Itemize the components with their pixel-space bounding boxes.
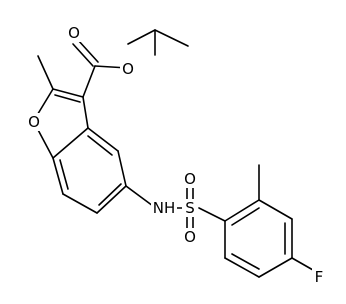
bond-c3a-c7a	[52, 127, 89, 159]
atom-ester-o-single: O	[120, 60, 136, 78]
bond-c3-c3a	[82, 96, 89, 129]
bond-c4-c3a-inner	[87, 135, 113, 156]
atom-ester-o-carbonyl-bg	[66, 24, 82, 42]
atom-sulfonamide-nh-label: NH	[153, 199, 176, 217]
atom-ester-o-single-bg	[120, 60, 136, 78]
bond-aryl-c2-c3	[258, 199, 293, 220]
bond-c5-nh	[125, 185, 154, 207]
atom-sulfonyl-o-top-label: O	[184, 170, 196, 188]
bond-c2-c3-b	[54, 94, 81, 103]
bond-c6-c5-inner	[98, 183, 122, 206]
bond-c2-methyl	[37, 55, 54, 90]
bond-aryl-c5-c6	[224, 257, 260, 278]
atom-furan-o: O	[26, 113, 42, 131]
bond-c7-c6	[62, 193, 98, 214]
atom-fluorine-label: F	[315, 268, 324, 286]
bond-furan-o-c7a	[35, 125, 54, 159]
bond-aryl-c4-f	[291, 257, 314, 271]
atom-sulfur-label: S	[185, 199, 195, 217]
bond-c5-c4	[117, 150, 127, 187]
bond-carbonyl-c3	[82, 65, 96, 98]
atom-ester-o-carbonyl: O	[66, 24, 82, 42]
bond-c6-c5	[96, 185, 127, 214]
atom-sulfonamide-nh: NH	[151, 199, 177, 217]
bond-aryl-c1-c2	[224, 199, 260, 222]
atom-fluorine: F	[312, 268, 326, 286]
bond-aryl-c4-c5	[258, 257, 293, 278]
atom-sulfonyl-o-top-bg	[182, 170, 198, 188]
bond-c2-furan-o	[35, 88, 54, 118]
bond-c7a-c7-inner	[59, 159, 69, 190]
atom-furan-o-label: O	[28, 113, 40, 131]
bond-carbonyl-double-b	[77, 39, 99, 63]
atom-sulfonyl-o-bottom: O	[182, 228, 198, 246]
bond-aryl-c5-c6-inner	[231, 253, 260, 270]
atom-sulfur: S	[182, 199, 198, 217]
atom-sulfonyl-o-bottom-label: O	[184, 228, 196, 246]
atom-sulfonyl-o-bottom-bg	[182, 228, 198, 246]
bond-c7a-c7	[52, 157, 64, 195]
atom-labels: O O O NH S O O F	[26, 24, 326, 286]
atom-sulfonamide-nh-bg	[151, 199, 177, 217]
atom-fluorine-bg	[312, 268, 326, 286]
atom-sulfur-bg	[182, 199, 198, 217]
bond-c2-c3-a	[52, 88, 84, 98]
bond-carbonyl-double-a	[72, 43, 94, 67]
bond-c4-c3a	[87, 127, 119, 152]
atom-ester-o-carbonyl-label: O	[68, 24, 80, 42]
bond-lines	[35, 29, 314, 278]
bond-s-aryl	[198, 207, 226, 222]
atom-ester-o-single-label: O	[122, 60, 134, 78]
bond-isopropyl-ch3-right	[154, 29, 189, 47]
atom-sulfonyl-o-top: O	[182, 170, 198, 188]
bond-isopropyl-ch3-left	[127, 29, 156, 45]
bond-aryl-c1-c2-inner	[231, 207, 260, 226]
atom-furan-o-bg	[26, 113, 42, 131]
